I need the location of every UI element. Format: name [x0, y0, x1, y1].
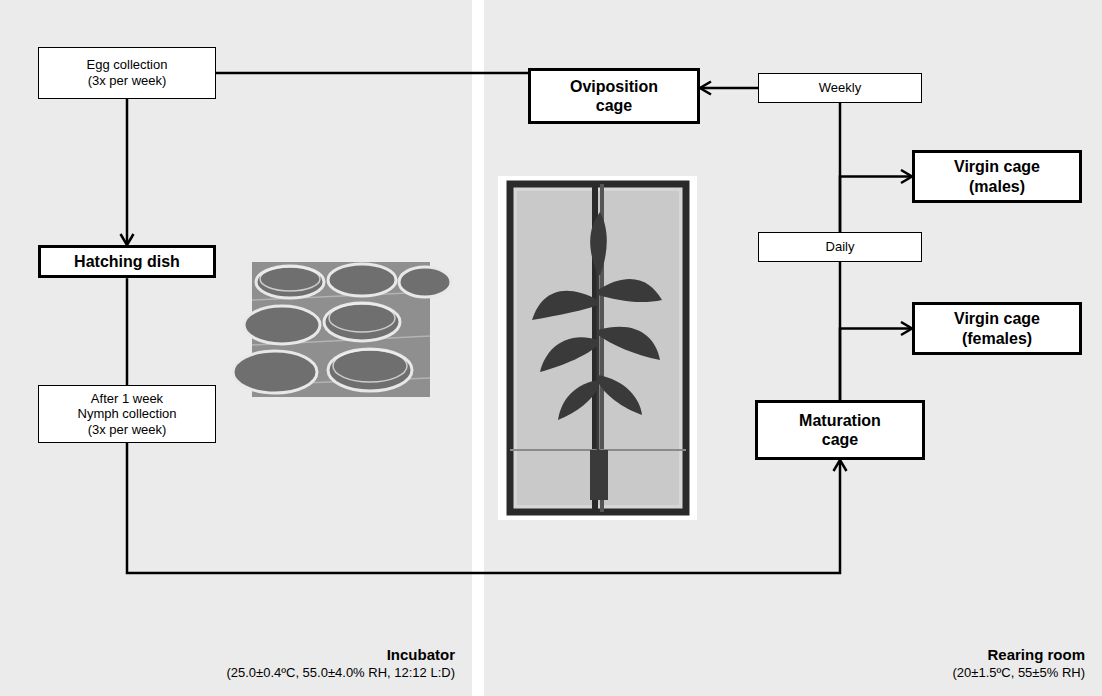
panel-caption: Incubator(25.0±0.4ºC, 55.0±4.0% RH, 12:1…	[226, 645, 455, 682]
box-text: Virgin cage (males)	[937, 157, 1057, 195]
step-box: Egg collection (3x per week)	[38, 47, 216, 99]
box-text: Virgin cage (females)	[935, 309, 1060, 347]
flow-connector	[700, 87, 758, 90]
panel-ground	[0, 0, 472, 696]
room-panel: Rearing room(20±1.5ºC, 55±5% RH) Oviposit…	[484, 0, 1102, 696]
panel-title: Rearing room	[953, 645, 1085, 664]
panel-conditions: (25.0±0.4ºC, 55.0±4.0% RH, 12:12 L:D)	[226, 664, 455, 682]
cage-box: Virgin cage (females)	[912, 302, 1082, 355]
panel-conditions: (20±1.5ºC, 55±5% RH)	[953, 664, 1085, 682]
box-text: Weekly	[819, 80, 861, 96]
box-text: Egg collection (3x per week)	[77, 57, 177, 88]
box-text: Maturation cage	[790, 411, 890, 449]
box-text: Oviposition cage	[564, 77, 664, 115]
flow-connector	[126, 99, 129, 245]
flow-connector	[840, 329, 912, 401]
cage-box: Maturation cage	[755, 400, 925, 460]
panel-title: Incubator	[226, 645, 455, 664]
flow-connector	[216, 72, 528, 75]
panel-caption: Rearing room(20±1.5ºC, 55±5% RH)	[953, 645, 1085, 682]
cage-box: Hatching dish	[38, 245, 216, 278]
flow-connector	[840, 177, 912, 233]
cage-box: Oviposition cage	[528, 68, 700, 124]
flow-connector	[126, 278, 129, 385]
cage-box: Virgin cage (males)	[912, 150, 1082, 203]
box-text: After 1 week Nymph collection (3x per we…	[71, 391, 183, 438]
cage-photo	[498, 176, 697, 520]
step-box: Daily	[758, 232, 922, 262]
panel-ground	[484, 0, 1102, 696]
dish-photo	[233, 262, 451, 397]
step-box: After 1 week Nymph collection (3x per we…	[38, 385, 216, 443]
room-panel: Incubator(25.0±0.4ºC, 55.0±4.0% RH, 12:1…	[0, 0, 472, 696]
step-box: Weekly	[758, 73, 922, 103]
box-text: Daily	[826, 239, 855, 255]
box-text: Hatching dish	[74, 252, 180, 271]
flow-connector	[127, 443, 840, 573]
